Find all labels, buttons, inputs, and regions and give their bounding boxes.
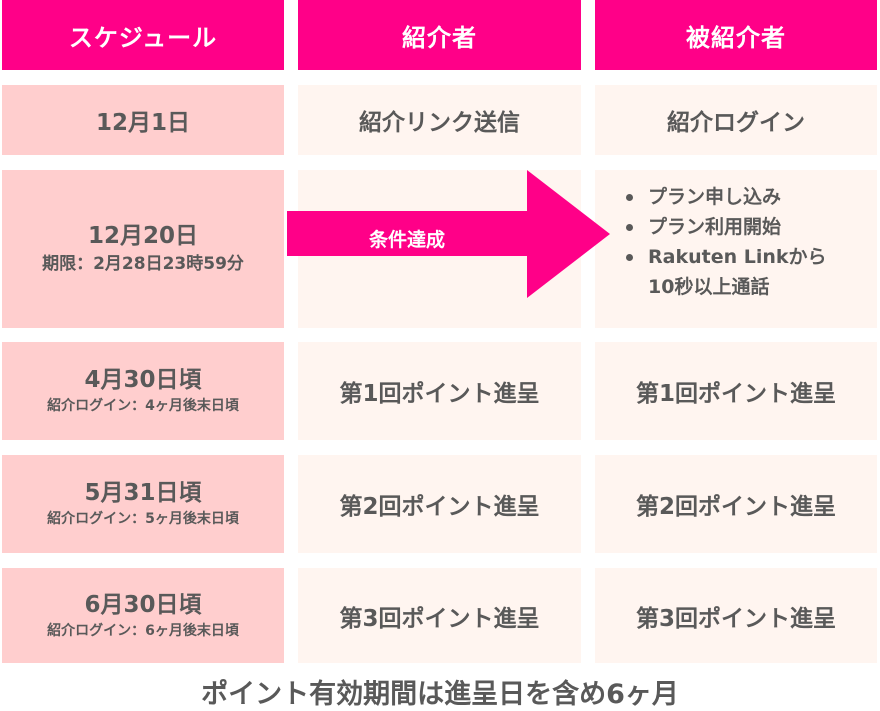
bullet-icon: [626, 224, 633, 231]
row-1-referee-text: 紹介ログイン: [667, 110, 805, 136]
row-1-date: 12月1日: [95, 110, 190, 136]
row-3-referee: 第1回ポイント進呈: [595, 342, 877, 440]
row-4-referee-text: 第2回ポイント進呈: [635, 494, 836, 520]
referee-conditions-list: プラン申し込み プラン利用開始 Rakuten Linkから 10秒以上通話: [620, 182, 827, 302]
condition-item: Rakuten Linkから: [620, 242, 827, 272]
row-5-referee-text: 第3回ポイント進呈: [635, 605, 836, 632]
row-1-referrer: 紹介リンク送信: [298, 85, 581, 155]
row-5-referrer: 第3回ポイント進呈: [298, 568, 581, 663]
row-4-referee: 第2回ポイント進呈: [595, 455, 877, 553]
row-3-referee-text: 第1回ポイント進呈: [635, 381, 836, 407]
header-referee: 被紹介者: [595, 0, 877, 70]
header-referee-label: 被紹介者: [686, 23, 786, 52]
row-4-referrer: 第2回ポイント進呈: [298, 455, 581, 553]
header-referrer-label: 紹介者: [402, 23, 477, 52]
row-3-referrer: 第1回ポイント進呈: [298, 342, 581, 440]
row-3-schedule: 4月30日頃 紹介ログイン：4ヶ月後末日頃: [2, 342, 284, 440]
header-schedule-label: スケジュール: [68, 23, 218, 52]
row-3-date: 4月30日頃: [84, 367, 202, 393]
bullet-icon: [626, 254, 633, 261]
row-1-schedule: 12月1日: [2, 85, 284, 155]
row-4-date: 5月31日頃: [84, 480, 202, 506]
row-3-note: 紹介ログイン：4ヶ月後末日頃: [47, 398, 239, 414]
row-1-referee: 紹介ログイン: [595, 85, 877, 155]
row-1-referrer-text: 紹介リンク送信: [359, 110, 520, 136]
condition-item: プラン利用開始: [620, 212, 827, 242]
row-2-schedule: 12月20日 期限：2月28日23時59分: [2, 170, 284, 328]
condition-item-continuation: 10秒以上通話: [648, 276, 770, 298]
arrow-right-icon: [287, 170, 610, 298]
row-2-deadline: 期限：2月28日23時59分: [42, 254, 244, 274]
row-4-note: 紹介ログイン：5ヶ月後末日頃: [47, 511, 239, 527]
row-4-referrer-text: 第2回ポイント進呈: [339, 494, 540, 520]
row-5-note: 紹介ログイン：6ヶ月後末日頃: [47, 622, 239, 639]
header-referrer: 紹介者: [298, 0, 581, 70]
condition-item: プラン申し込み: [620, 182, 827, 212]
row-3-referrer-text: 第1回ポイント進呈: [339, 381, 540, 407]
row-2-referee: [595, 170, 877, 328]
row-2-date: 12月20日: [87, 223, 198, 249]
row-4-schedule: 5月31日頃 紹介ログイン：5ヶ月後末日頃: [2, 455, 284, 553]
footer-note: ポイント有効期間は進呈日を含め6ヶ月: [201, 679, 679, 710]
row-5-referee: 第3回ポイント進呈: [595, 568, 877, 663]
bullet-icon: [626, 194, 633, 201]
header-schedule: スケジュール: [2, 0, 284, 70]
row-5-date: 6月30日頃: [84, 591, 202, 618]
row-5-schedule: 6月30日頃 紹介ログイン：6ヶ月後末日頃: [2, 568, 284, 663]
arrow-label: 条件達成: [368, 228, 445, 251]
row-5-referrer-text: 第3回ポイント進呈: [339, 605, 540, 632]
